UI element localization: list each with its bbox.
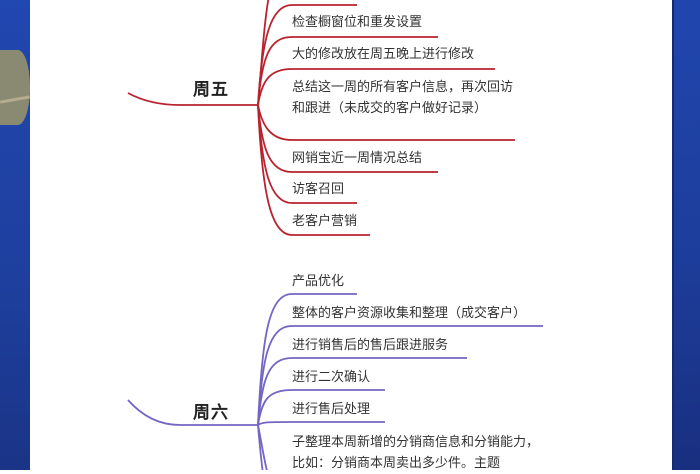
saturday-branches — [127, 293, 543, 470]
friday-branches — [127, 0, 515, 236]
topic-saturday: 周六 — [193, 403, 229, 423]
friday-item: 老客户营销 — [292, 214, 358, 229]
saturday-item: 产品优化 — [292, 274, 345, 289]
saturday-item: 整体的客户资源收集和整理（成交客户） — [292, 306, 527, 321]
friday-item: 大的修改放在周五晚上进行修改 — [292, 47, 475, 62]
topic-friday: 周五 — [193, 80, 229, 100]
decorative-blob — [0, 50, 30, 125]
saturday-item: 进行二次确认 — [292, 370, 371, 385]
friday-item: 检查橱窗位和重发设置 — [292, 15, 423, 30]
saturday-item: 子整理本周新增的分销商信息和分销能力，比如：分销商本周卖出多少件。主题 — [292, 435, 540, 471]
right-blue-frame — [672, 0, 700, 470]
friday-item: 访客召回 — [292, 182, 345, 197]
saturday-item: 进行销售后的售后跟进服务 — [292, 338, 449, 353]
saturday-item: 进行售后处理 — [292, 402, 371, 417]
left-blue-frame — [0, 0, 30, 470]
friday-item: 网销宝近一周情况总结 — [292, 151, 423, 166]
friday-item: 总结这一周的所有客户信息，再次回访和跟进（未成交的客户做好记录） — [292, 80, 514, 116]
